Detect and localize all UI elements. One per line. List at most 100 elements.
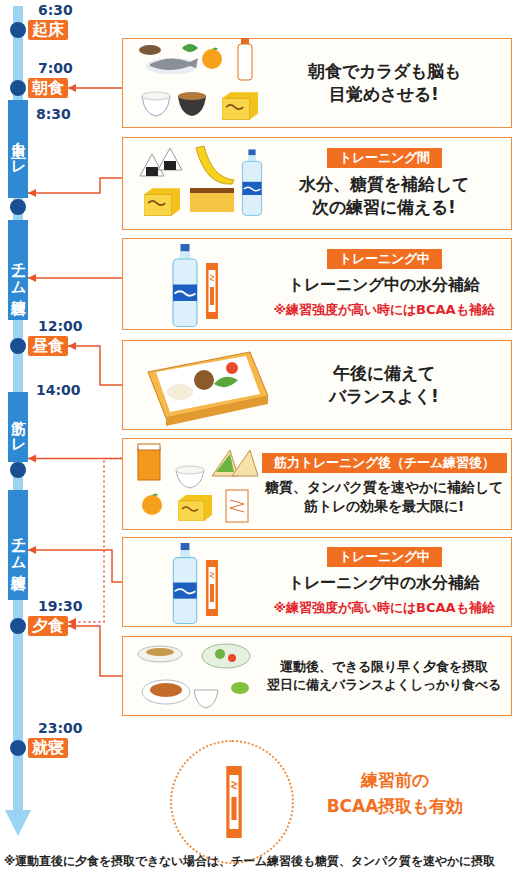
header-band: トレーニング間 bbox=[327, 148, 442, 168]
arrowhead bbox=[28, 189, 36, 197]
header-band: 筋力トレーニング後（チーム練習後） bbox=[262, 453, 507, 473]
salad-plate bbox=[202, 644, 250, 668]
training-drink-illustration bbox=[173, 244, 218, 327]
label-text: 夕食 bbox=[32, 616, 64, 636]
time-label: 7:00朝食 bbox=[28, 78, 68, 98]
training-drink-illustration bbox=[173, 543, 218, 624]
text-column: 朝食でカラダも脳も 目覚めさせる! bbox=[263, 39, 505, 127]
time-text: 7:00 bbox=[38, 60, 73, 76]
pouch-mark bbox=[230, 500, 244, 512]
banana bbox=[196, 146, 234, 184]
snack-pack bbox=[222, 92, 258, 120]
arrowhead bbox=[68, 84, 76, 92]
time-text: 12:00 bbox=[38, 318, 83, 334]
label-text: 就寝 bbox=[32, 738, 64, 758]
jelly-pouch bbox=[226, 490, 248, 522]
footnote: ※運動直後に夕食を摂取できない場合は、チーム練習後も糖質、タンパク質を速やかに摂… bbox=[4, 854, 495, 869]
connector-arrow bbox=[68, 342, 122, 385]
connector-arrow bbox=[28, 178, 122, 197]
advice-box: 朝食でカラダも脳も 目覚めさせる! bbox=[122, 38, 512, 128]
label-text: 起床 bbox=[32, 20, 64, 40]
time-dot bbox=[10, 740, 26, 756]
time-dot bbox=[10, 338, 26, 354]
orange bbox=[202, 48, 222, 70]
plate bbox=[142, 680, 190, 704]
tomato bbox=[226, 362, 238, 374]
soup-bowl bbox=[194, 690, 218, 708]
bcaa-stick bbox=[226, 766, 241, 838]
band-text: チーム練習 bbox=[9, 251, 28, 290]
connector-line bbox=[68, 87, 122, 89]
body-text: 午後に備えて バランスよく! bbox=[304, 362, 464, 409]
bcaa-stick bbox=[206, 263, 218, 319]
connector-line bbox=[28, 178, 122, 193]
rice bbox=[167, 384, 193, 400]
bento-inside bbox=[156, 356, 260, 412]
bento-tray bbox=[148, 352, 268, 418]
dinner-illustration bbox=[138, 644, 250, 708]
meat bbox=[194, 370, 214, 390]
time-label: 6:30起床 bbox=[28, 20, 68, 40]
connector-line bbox=[28, 458, 122, 460]
water-bottle bbox=[173, 543, 196, 624]
advice-box: トレーニング中トレーニング中の水分補給※練習強度が高い時にはBCAAも補給 bbox=[122, 238, 512, 330]
advice-box: トレーニング間水分、糖質を補給して 次の練習に備える! bbox=[122, 137, 512, 230]
time-dot bbox=[10, 618, 26, 634]
arrowhead bbox=[28, 274, 36, 282]
snack-pack bbox=[178, 495, 212, 521]
time-dot bbox=[10, 80, 26, 96]
advice-box: トレーニング中トレーニング中の水分補給※練習強度が高い時にはBCAAも補給 bbox=[122, 537, 512, 627]
activity-band: 14:00筋トレ bbox=[8, 392, 28, 462]
castella-top bbox=[190, 188, 234, 193]
fruit bbox=[231, 682, 249, 694]
header-band: トレーニング中 bbox=[327, 249, 442, 269]
soup-bowl bbox=[178, 96, 206, 116]
text-column: 筋力トレーニング後（チーム練習後） 糖質、タンパク質を速やかに補給して 筋トレの効… bbox=[263, 439, 505, 529]
body-text: 運動後、できる限り早く夕食を摂取 翌日に備えバランスよくしっかり食べる bbox=[263, 658, 505, 694]
body-text: 朝食でカラダも脳も 目覚めさせる! bbox=[284, 60, 484, 107]
bento-illustration bbox=[148, 352, 268, 426]
activity-band: チーム練習 bbox=[8, 220, 28, 320]
activity-band: チーム練習 bbox=[8, 490, 28, 600]
text-column: トレーニング間水分、糖質を補給して 次の練習に備える! bbox=[263, 138, 505, 229]
orange bbox=[142, 494, 162, 516]
time-text: 8:30 bbox=[36, 106, 71, 122]
arrowhead bbox=[28, 546, 36, 554]
advice-box: 運動後、できる限り早く夕食を摂取 翌日に備えバランスよくしっかり食べる bbox=[122, 636, 512, 716]
main-dish bbox=[150, 683, 182, 697]
rice bbox=[142, 92, 170, 100]
timeline-arrowhead bbox=[5, 810, 31, 836]
breakfast-illustration bbox=[139, 38, 258, 120]
advice-box: 午後に備えて バランスよく! bbox=[122, 340, 512, 430]
water-bottle bbox=[242, 149, 261, 215]
body-text: トレーニング中の水分補給 bbox=[288, 274, 480, 296]
side-text: 練習前の BCAA摂取も有効 bbox=[320, 768, 470, 819]
band-text: チーム練習 bbox=[9, 526, 28, 565]
yogurt-bowl bbox=[176, 470, 204, 488]
body-text: 糖質、タンパク質を速やかに補給して 筋トレの効果を最大限に! bbox=[263, 478, 505, 515]
arrowhead bbox=[28, 455, 36, 463]
nori bbox=[146, 167, 158, 176]
text-column: 午後に備えて バランスよく! bbox=[263, 341, 505, 429]
connector-line bbox=[28, 550, 122, 582]
bento-side bbox=[166, 396, 268, 426]
side-dish bbox=[139, 45, 161, 55]
connector-arrow bbox=[68, 459, 122, 626]
time-text: 23:00 bbox=[38, 720, 83, 736]
dotted-circle: 練習前の BCAA摂取も有効 bbox=[170, 740, 294, 864]
greens bbox=[182, 44, 198, 52]
body-text: トレーニング中の水分補給 bbox=[288, 572, 480, 594]
yogurt bbox=[176, 466, 204, 474]
band-text: 自主トレ bbox=[9, 130, 28, 168]
activity-band: 8:30自主トレ bbox=[8, 100, 28, 198]
connector-line bbox=[28, 277, 122, 279]
pouch-cap bbox=[241, 38, 249, 44]
juice bbox=[138, 448, 160, 480]
lettuce bbox=[215, 649, 225, 659]
castella bbox=[190, 192, 234, 212]
tomato bbox=[228, 654, 236, 662]
